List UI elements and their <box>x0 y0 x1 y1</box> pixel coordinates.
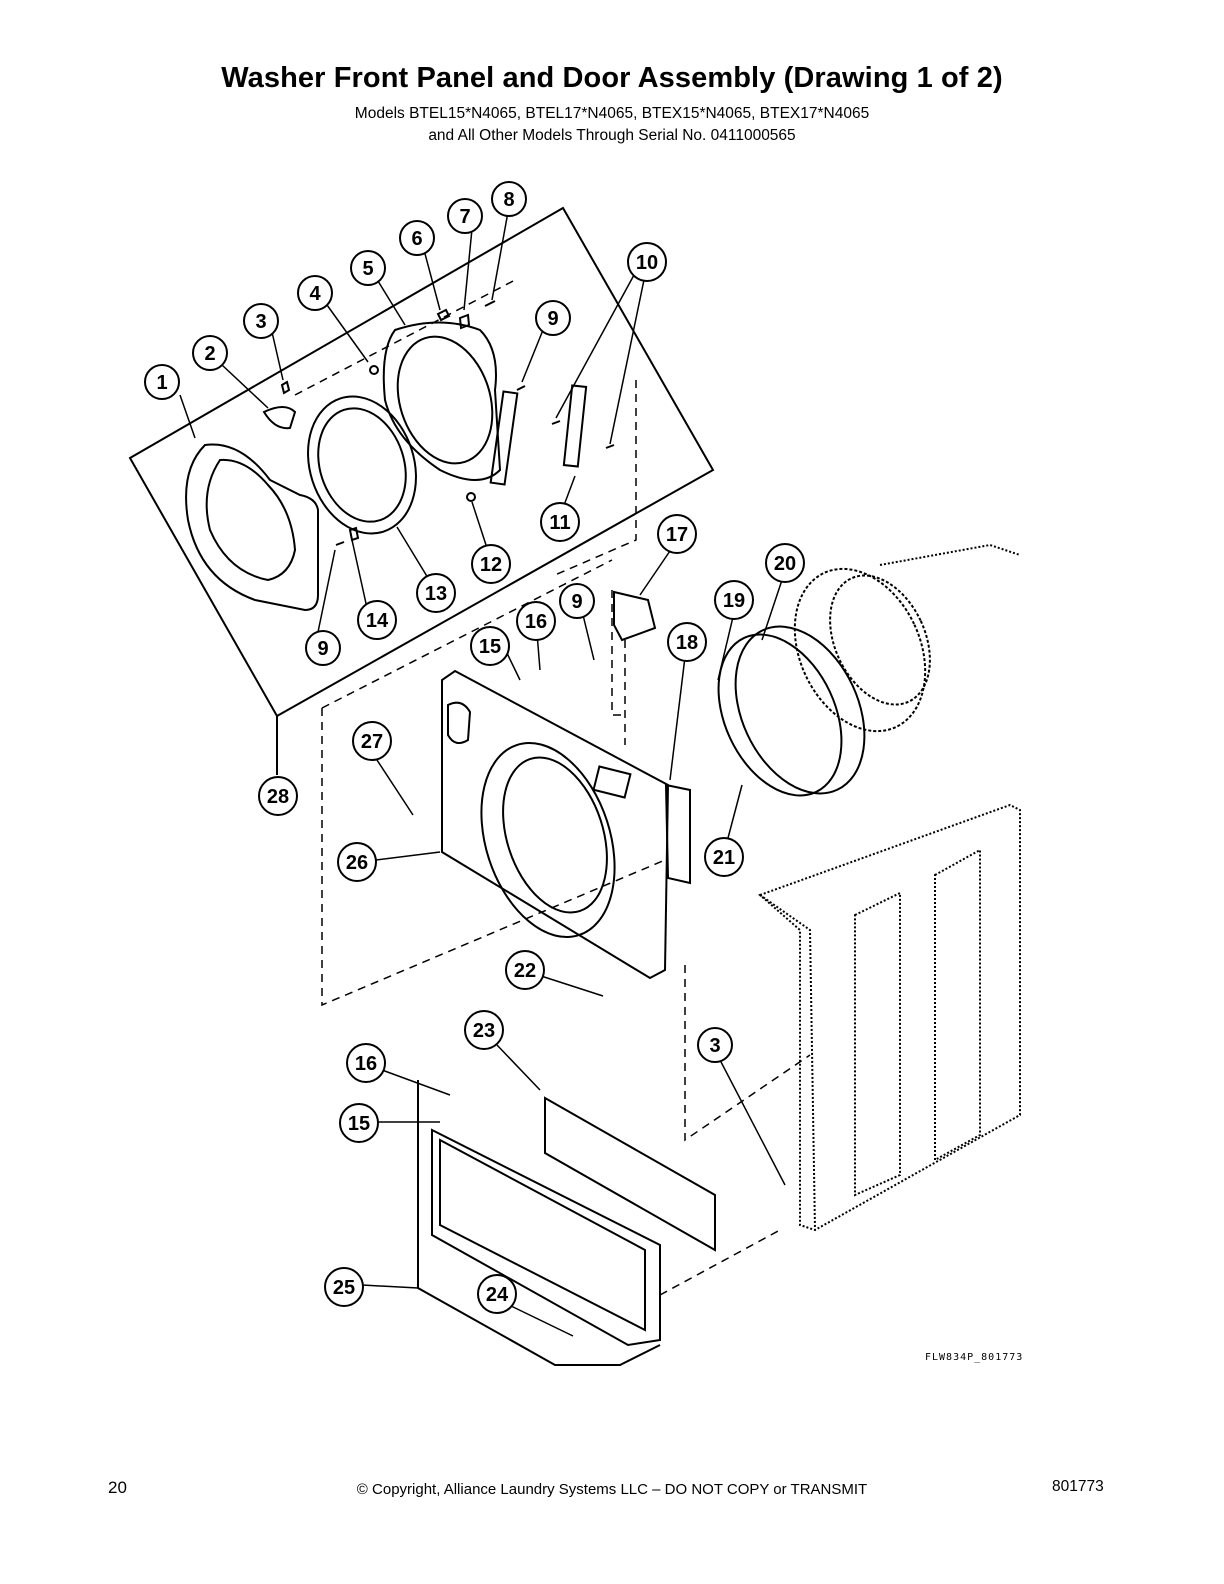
door-outer-frame <box>185 443 319 612</box>
callout-number: 16 <box>355 1053 377 1075</box>
callout-5: 5 <box>350 250 386 286</box>
callout-number: 9 <box>317 638 328 660</box>
callout-number: 9 <box>571 591 582 613</box>
door-glass <box>307 395 417 535</box>
toe-panel <box>431 1128 661 1347</box>
callout-number: 13 <box>425 583 447 605</box>
cabinet-outline <box>758 543 1021 1232</box>
callout-number: 27 <box>361 731 383 753</box>
door-assembly-boundary <box>128 206 715 718</box>
hinge-plate <box>489 390 519 486</box>
callout-28: 28 <box>258 776 298 816</box>
document-number: 801773 <box>1052 1478 1104 1495</box>
callout-9c: 9 <box>559 583 595 619</box>
door-handle <box>262 406 297 430</box>
inner-clamp <box>717 633 843 797</box>
callout-number: 19 <box>723 590 745 612</box>
callout-22: 22 <box>505 950 545 990</box>
callout-number: 10 <box>636 252 658 274</box>
callout-number: 25 <box>333 1277 355 1299</box>
callout-6: 6 <box>399 220 435 256</box>
callout-15: 15 <box>470 626 510 666</box>
callout-9: 9 <box>535 300 571 336</box>
models-subtitle: Models BTEL15*N4065, BTEL17*N4065, BTEX1… <box>354 105 870 122</box>
callout-number: 18 <box>676 632 698 654</box>
callout-number: 3 <box>255 311 266 333</box>
inner-door-frame <box>382 321 502 481</box>
callout-1: 1 <box>144 364 180 400</box>
copyright-notice: © Copyright, Alliance Laundry Systems LL… <box>356 1481 868 1498</box>
callout-8: 8 <box>491 181 527 217</box>
callout-24: 24 <box>477 1274 517 1314</box>
label-sheet <box>544 1096 716 1252</box>
callout-number: 15 <box>348 1113 370 1135</box>
callout-number: 9 <box>547 308 558 330</box>
callout-16: 16 <box>516 601 556 641</box>
callout-number: 20 <box>774 553 796 575</box>
callout-15b: 15 <box>339 1103 379 1143</box>
callout-13: 13 <box>416 573 456 613</box>
hinge <box>562 384 588 468</box>
drawing-code: FLW834P_801773 <box>925 1352 1023 1363</box>
callout-number: 17 <box>666 524 688 546</box>
callout-number: 24 <box>486 1284 509 1306</box>
callout-17: 17 <box>657 514 697 554</box>
callout-number: 5 <box>362 258 373 280</box>
callout-10: 10 <box>627 242 667 282</box>
callout-18: 18 <box>667 622 707 662</box>
callout-12: 12 <box>471 544 511 584</box>
callout-number: 2 <box>204 343 215 365</box>
side-bracket <box>664 783 691 885</box>
callout-25: 25 <box>324 1267 364 1307</box>
callout-number: 23 <box>473 1020 495 1042</box>
callout-number: 1 <box>156 372 167 394</box>
callout-number: 3 <box>709 1035 720 1057</box>
callout-number: 21 <box>713 847 735 869</box>
callout-21: 21 <box>704 837 744 877</box>
page-title: Washer Front Panel and Door Assembly (Dr… <box>221 62 1003 94</box>
callout-2: 2 <box>192 335 228 371</box>
callout-14: 14 <box>357 600 397 640</box>
door-interlock <box>613 590 657 642</box>
callout-number: 12 <box>480 554 502 576</box>
callout-20: 20 <box>765 543 805 583</box>
callout-number: 11 <box>549 512 570 534</box>
callout-number: 4 <box>309 283 321 305</box>
serial-subtitle: and All Other Models Through Serial No. … <box>428 127 796 144</box>
callout-number: 15 <box>479 636 501 658</box>
callout-number: 22 <box>514 960 536 982</box>
outer-clamp <box>734 625 866 795</box>
front-panel <box>441 669 670 980</box>
callout-number: 7 <box>459 206 470 228</box>
callout-23: 23 <box>464 1010 504 1050</box>
callout-3b: 3 <box>697 1027 733 1063</box>
callout-number: 16 <box>525 611 547 633</box>
callout-bubbles: 1 2 3 4 5 6 7 8 9 10 11 12 13 14 9 15 16… <box>144 181 805 1314</box>
callout-number: 6 <box>411 228 422 250</box>
callout-16b: 16 <box>346 1043 386 1083</box>
callout-9b: 9 <box>305 630 341 666</box>
callout-7: 7 <box>447 198 483 234</box>
callout-3: 3 <box>243 303 279 339</box>
page-number: 20 <box>108 1478 127 1497</box>
callout-number: 8 <box>503 189 514 211</box>
callout-11: 11 <box>540 502 580 542</box>
callout-number: 26 <box>346 852 368 874</box>
callout-number: 14 <box>366 610 389 632</box>
callout-4: 4 <box>297 275 333 311</box>
callout-number: 28 <box>267 786 289 808</box>
callout-26: 26 <box>337 842 377 882</box>
callout-19: 19 <box>714 580 754 620</box>
callout-27: 27 <box>352 721 392 761</box>
